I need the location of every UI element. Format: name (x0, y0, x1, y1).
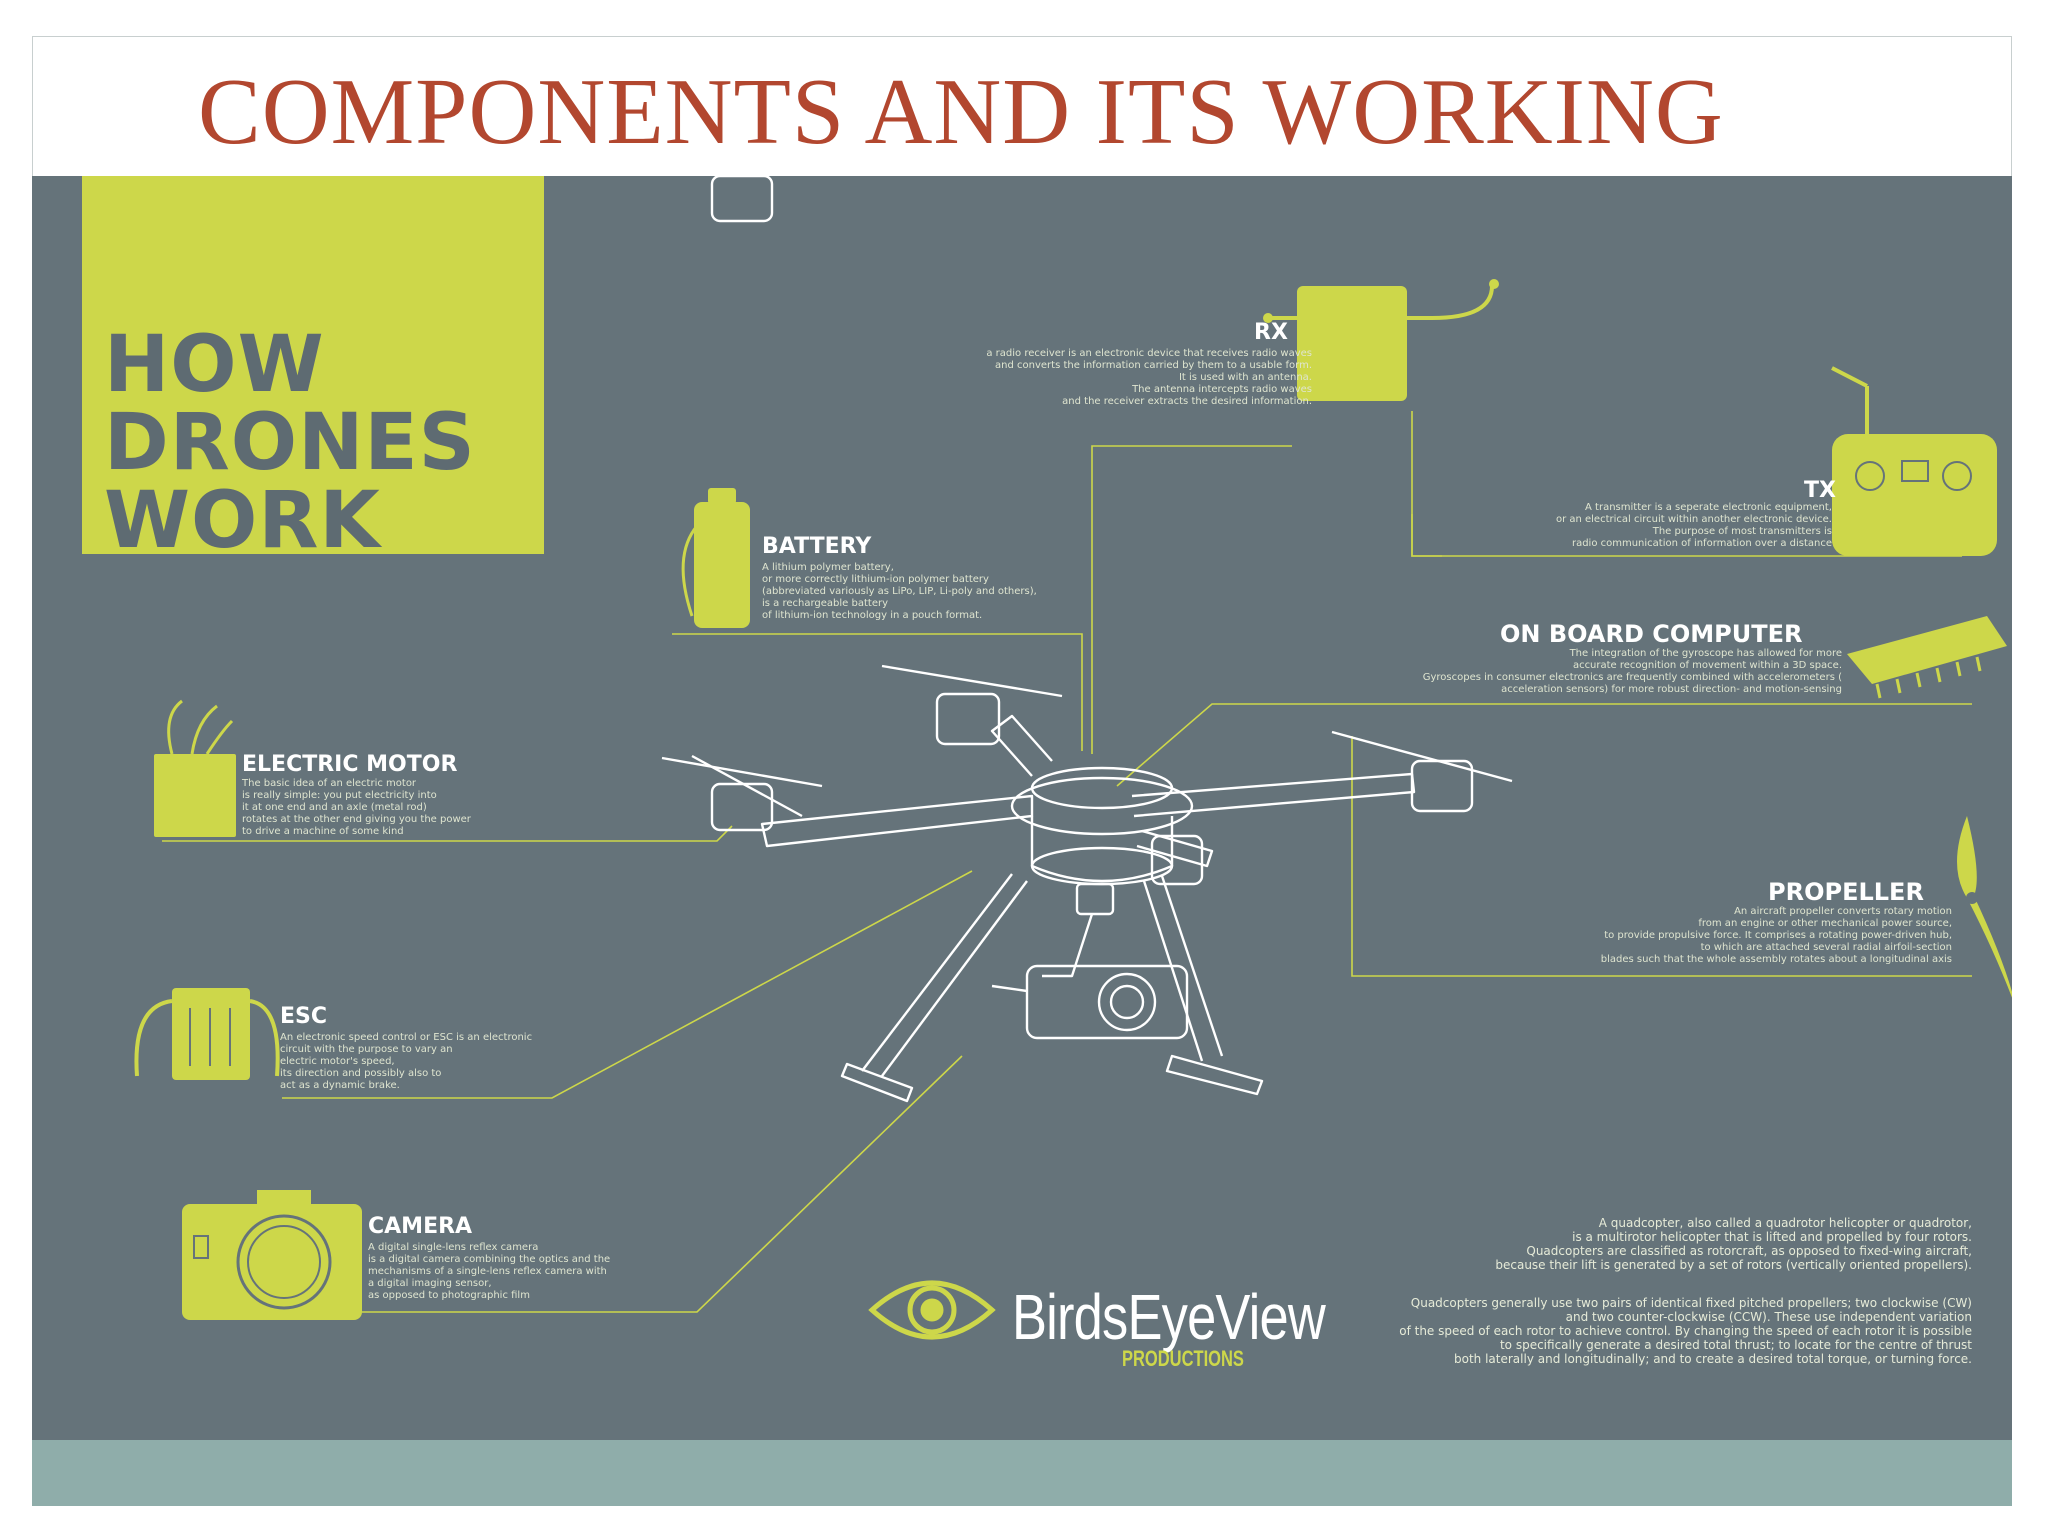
rx-desc: a radio receiver is an electronic device… (986, 348, 1312, 407)
leader-lines (162, 411, 1972, 1313)
computer-chip-icon (1847, 616, 2007, 699)
computer-label: ON BOARD COMPUTER (1500, 620, 1803, 648)
propeller-desc: An aircraft propeller converts rotary mo… (1600, 906, 1952, 965)
tx-desc: A transmitter is a seperate electronic e… (1555, 502, 1832, 549)
hero-block: HOW DRONES WORK (82, 176, 544, 560)
camera-leader (362, 1055, 963, 1313)
rotor-back-left (881, 664, 1063, 746)
footer-band (32, 1440, 2012, 1506)
brand-name: BirdsEyeView (1012, 1281, 1326, 1353)
diagram-graphics (134, 176, 2012, 1340)
drone-arms (760, 714, 1416, 868)
rotor-front-left-motor (710, 782, 774, 832)
brand-eye-logo (868, 1280, 996, 1340)
drone-diagram (661, 176, 1513, 1103)
battery-leader (672, 633, 1083, 751)
summary-paragraph-2: Quadcopters generally use two pairs of i… (1399, 1296, 1972, 1366)
battery-desc: A lithium polymer battery, or more corre… (762, 562, 1037, 621)
rx-icon (1263, 279, 1499, 401)
tx-icon (1831, 366, 1997, 556)
camera-label: CAMERA (368, 1214, 473, 1239)
esc-leader (282, 870, 973, 1099)
rotor-front-right (1150, 834, 1204, 886)
slide-title: COMPONENTS AND ITS WORKING (198, 60, 1724, 164)
tx-line (1411, 411, 1962, 557)
infographic-panel: HOW DRONES WORK (32, 176, 2012, 1440)
motor-icon (154, 699, 236, 837)
esc-icon (134, 988, 280, 1080)
computer-desc: The integration of the gyroscope has all… (1422, 648, 1842, 695)
propeller-label: PROPELLER (1768, 878, 1924, 906)
esc-label: ESC (280, 1004, 328, 1029)
rotor-back-right (1331, 730, 1513, 813)
landing-gear (840, 873, 1264, 1103)
computer-leader (1116, 703, 1972, 787)
brand-sub: PRODUCTIONS (1122, 1346, 1244, 1371)
hero-line-3: WORK (104, 476, 381, 566)
hero-title: HOW DRONES WORK (104, 326, 476, 560)
motor-desc: The basic idea of an electric motor is r… (242, 778, 471, 837)
camera-icon (182, 1190, 362, 1320)
drone-body (1010, 766, 1194, 886)
gimbal-camera (991, 882, 1189, 1040)
motor-label: ELECTRIC MOTOR (242, 752, 458, 777)
rx-leader (1091, 445, 1292, 754)
battery-label: BATTERY (762, 534, 872, 559)
rx-label: RX (1254, 320, 1288, 345)
propeller-leader (1351, 736, 1972, 977)
battery-icon (681, 488, 750, 628)
esc-desc: An electronic speed control or ESC is an… (280, 1032, 533, 1091)
camera-desc: A digital single-lens reflex camera is a… (368, 1242, 611, 1301)
propeller-icon (1957, 816, 2012, 998)
hero-line-2: DRONES (104, 398, 476, 488)
hero-line-1: HOW (104, 320, 325, 410)
rotor-front-left (661, 176, 823, 818)
tx-label: TX (1804, 478, 1836, 503)
summary-paragraph-1: A quadcopter, also called a quadrotor he… (1495, 1216, 1972, 1272)
tx-leader (1411, 514, 1442, 557)
